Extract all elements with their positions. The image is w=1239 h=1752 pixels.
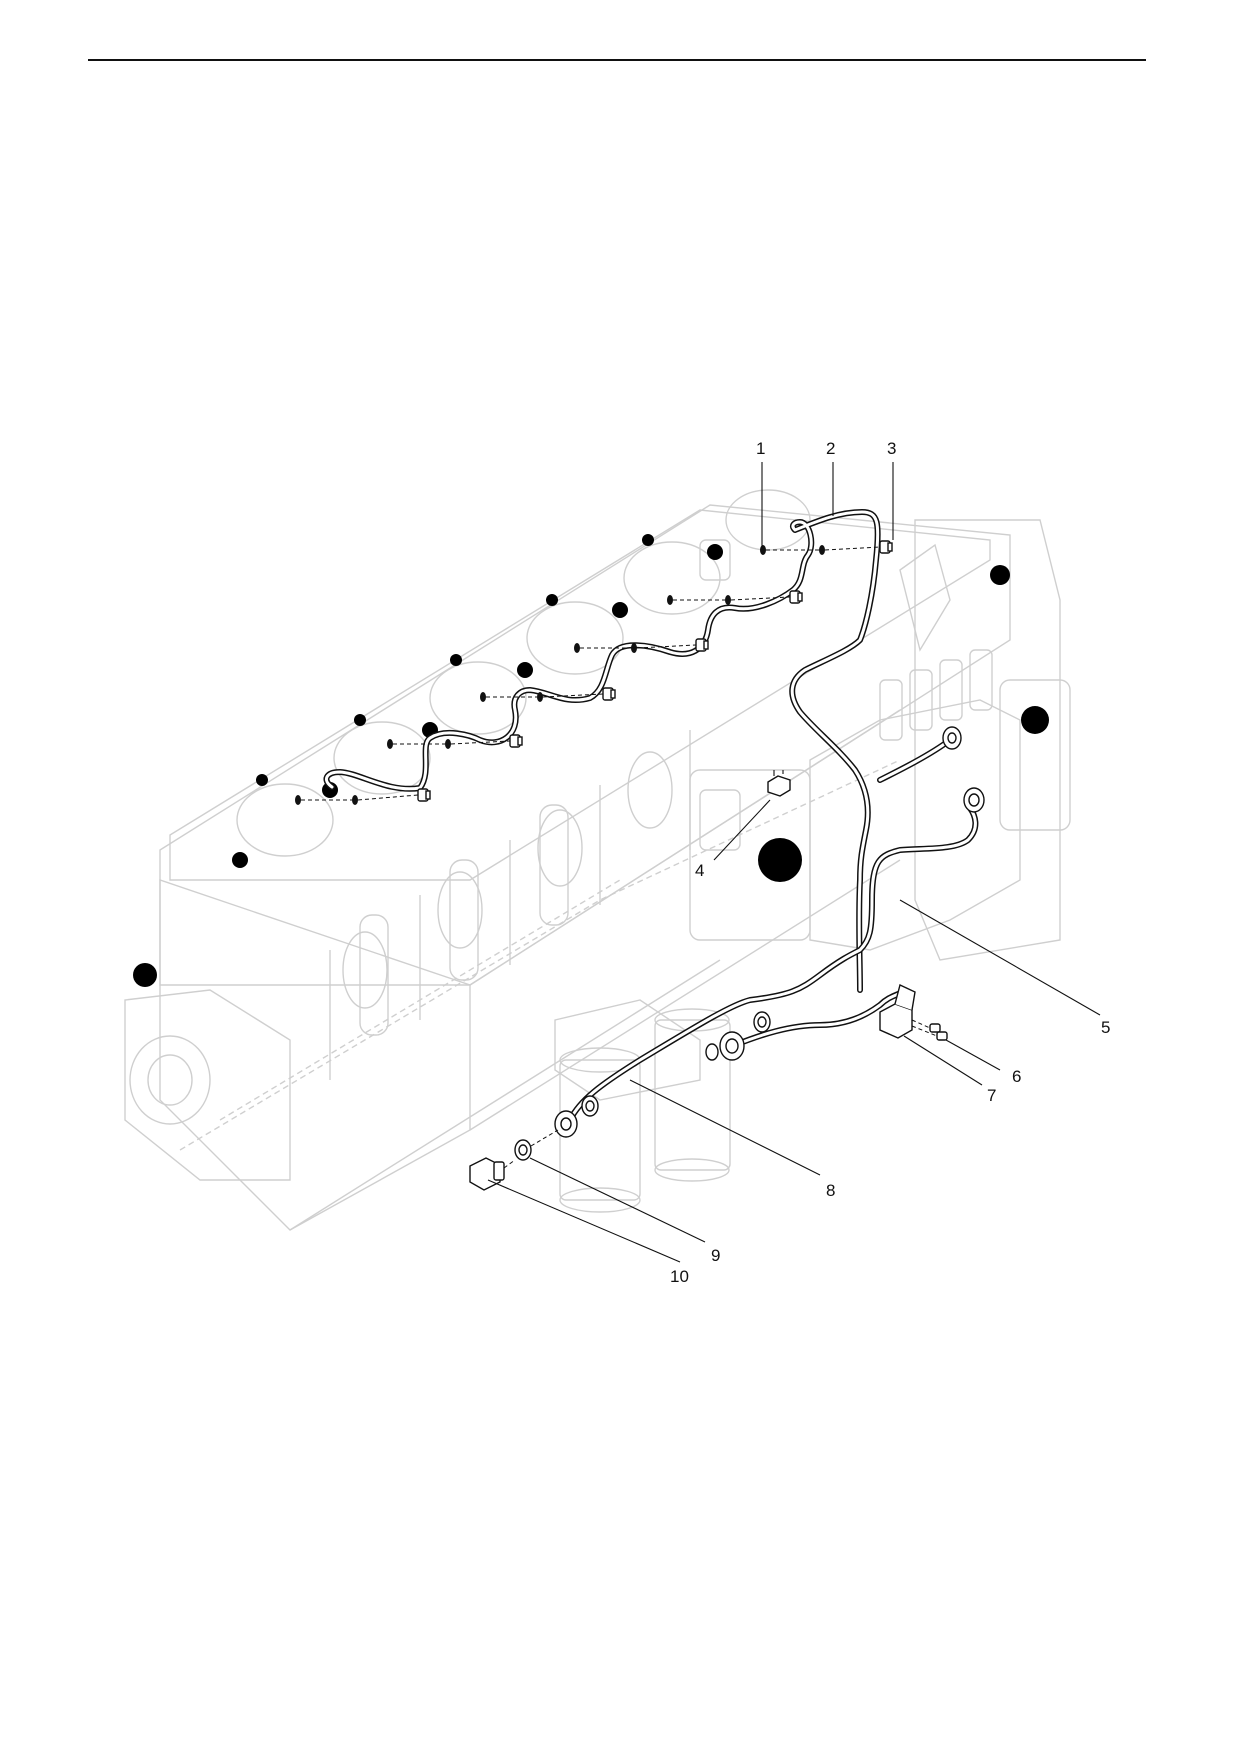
engine-block-ghost [124, 489, 1071, 1231]
callout-4: 4 [695, 861, 704, 880]
feed-pipe-lower [567, 737, 979, 1123]
bracket-assembly [879, 984, 948, 1041]
callout-9: 9 [711, 1246, 720, 1265]
plug-bolt-part-10 [469, 1157, 516, 1191]
callout-6: 6 [1012, 1067, 1021, 1086]
callout-7: 7 [987, 1086, 996, 1105]
callout-leaders [487, 462, 1101, 1263]
callout-labels: 1 2 3 4 5 6 7 8 9 10 [670, 439, 1110, 1286]
banjo-bolts [417, 540, 893, 802]
callout-2: 2 [826, 439, 835, 458]
washer-part-9 [514, 1129, 559, 1161]
top-rule [88, 59, 1146, 61]
callout-5: 5 [1101, 1018, 1110, 1037]
leak-off-pipe [323, 509, 881, 993]
callout-1: 1 [756, 439, 765, 458]
callout-10: 10 [670, 1267, 689, 1286]
banjo-washers [295, 545, 825, 805]
callout-3: 3 [887, 439, 896, 458]
washer-leaders [301, 546, 881, 801]
callout-8: 8 [826, 1181, 835, 1200]
pipe-clip-part-4 [767, 770, 791, 797]
pipe-end-fittings [554, 726, 985, 1138]
